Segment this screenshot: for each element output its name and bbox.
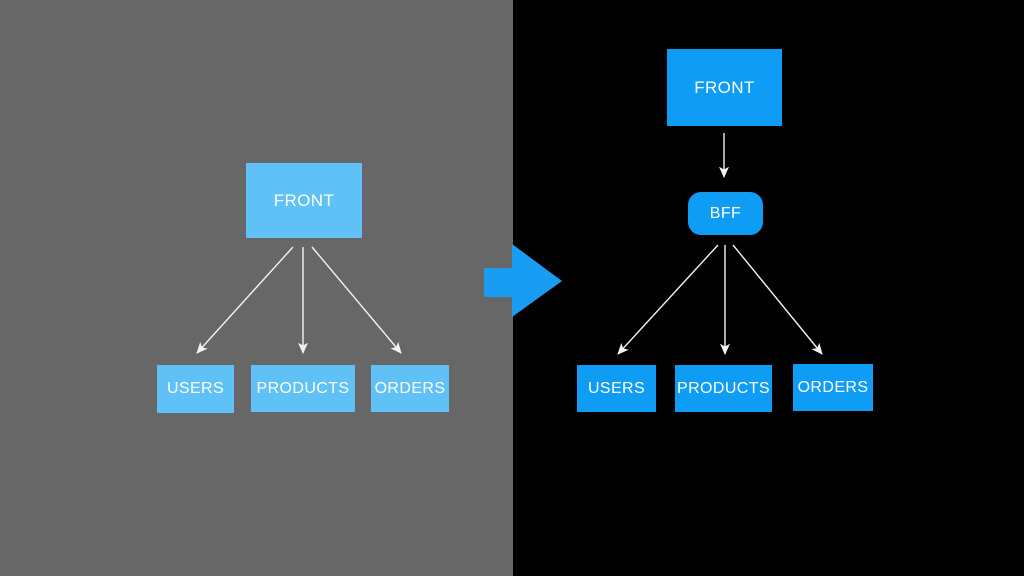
- before-products-node: PRODUCTS: [251, 365, 355, 412]
- before-front-node: FRONT: [246, 163, 362, 238]
- before-panel: [0, 0, 513, 576]
- before-orders-node: ORDERS: [371, 365, 449, 412]
- before-users-node: USERS: [157, 365, 234, 413]
- after-orders-node: ORDERS: [793, 364, 873, 411]
- after-front-node: FRONT: [667, 49, 782, 126]
- after-users-node: USERS: [577, 365, 656, 412]
- after-products-node: PRODUCTS: [675, 365, 772, 412]
- after-bff-node: BFF: [688, 192, 763, 235]
